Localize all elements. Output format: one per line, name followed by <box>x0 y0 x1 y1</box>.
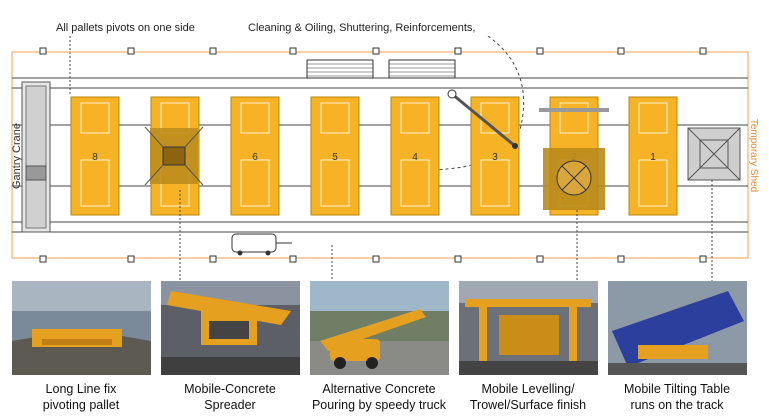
caption-line: Pouring by speedy truck <box>311 398 447 412</box>
speedy-truck <box>231 233 292 256</box>
temporary-shed-outline <box>11 51 749 259</box>
pallet-number-label: 8 <box>92 152 98 163</box>
photo-leader-lines <box>179 180 713 282</box>
pallet-number-label: 4 <box>412 152 418 163</box>
caption-line: pivoting pallet <box>42 398 120 412</box>
caption-line: Mobile Tilting Table <box>623 382 731 396</box>
pallet-number-label: 3 <box>492 152 498 163</box>
caption-speedy-truck: Alternative Concrete Pouring by speedy t… <box>304 381 454 413</box>
caption-long-line-pallet: Long Line fix pivoting pallet <box>6 381 156 413</box>
tilting-table <box>687 127 741 181</box>
caption-mobile-leveller: Mobile Levelling/ Trowel/Surface finish <box>453 381 603 413</box>
photo-concrete-spreader <box>161 281 300 375</box>
caption-line: Mobile Levelling/ <box>481 382 575 396</box>
pallet-5: 5 <box>310 96 360 216</box>
pallet-8: 8 <box>70 96 120 216</box>
rails <box>12 77 748 233</box>
pallet-4: 4 <box>390 96 440 216</box>
concrete-spreader <box>144 126 204 186</box>
caption-line: Mobile-Concrete <box>184 382 276 396</box>
photo-mobile-leveller <box>459 281 598 375</box>
photo-speedy-truck <box>310 281 449 375</box>
pallet-1: 1 <box>628 96 678 216</box>
photo-tilting-table <box>608 281 747 375</box>
process-leader-line <box>429 35 525 171</box>
pivots-label: All pallets pivots on one side <box>56 22 195 34</box>
caption-line: Long Line fix <box>45 382 117 396</box>
pallet-number-label: 5 <box>332 152 338 163</box>
photo-long-line-pallet <box>12 281 151 375</box>
caption-concrete-spreader: Mobile-Concrete Spreader <box>155 381 305 413</box>
caption-line: Alternative Concrete <box>322 382 436 396</box>
pallet-number-label: 6 <box>252 152 258 163</box>
caption-line: Spreader <box>204 398 256 412</box>
process-label: Cleaning & Oiling, Shuttering, Reinforce… <box>248 22 476 34</box>
caption-line: runs on the track <box>630 398 724 412</box>
pallet-6: 6 <box>230 96 280 216</box>
caption-tilting-table: Mobile Tilting Table runs on the track <box>602 381 752 413</box>
mobile-leveller <box>539 108 609 210</box>
gantry-crane <box>21 81 51 233</box>
caption-line: Trowel/Surface finish <box>469 398 587 412</box>
pivot-arm <box>447 89 518 149</box>
columns <box>39 47 707 263</box>
storage-grilles <box>306 59 456 79</box>
pallet-number-label: 1 <box>650 152 656 163</box>
